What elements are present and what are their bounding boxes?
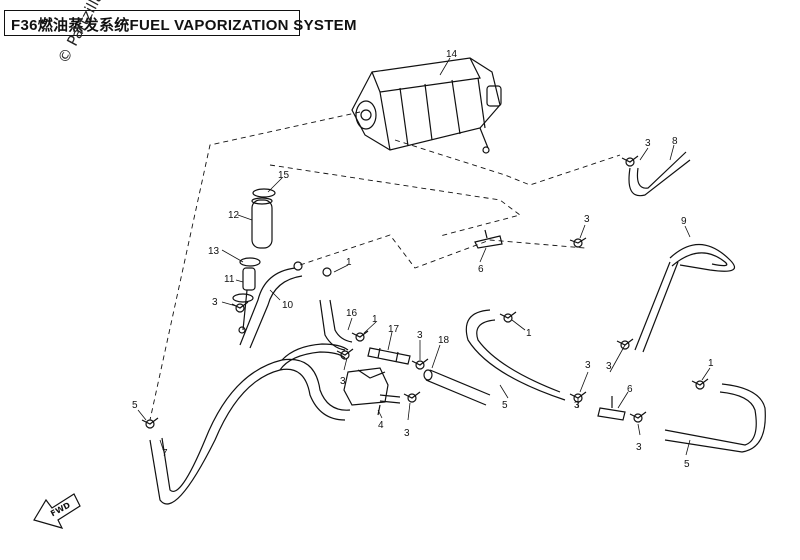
label-9: 9	[681, 216, 687, 227]
charcoal-canister	[351, 57, 502, 154]
clamp	[569, 237, 587, 248]
label-3: 3	[584, 214, 590, 225]
hose-8	[628, 151, 691, 197]
label-3: 3	[574, 400, 580, 411]
valve-4	[343, 367, 401, 416]
label-3: 3	[417, 330, 423, 341]
label-16: 16	[346, 308, 358, 319]
clamp	[141, 417, 159, 429]
label-15: 15	[278, 170, 290, 181]
union-17	[367, 347, 411, 365]
clamp	[691, 378, 709, 390]
clamp	[629, 411, 647, 423]
label-5: 5	[684, 459, 690, 470]
label-3: 3	[645, 138, 651, 149]
label-17: 17	[388, 324, 400, 335]
label-6: 6	[627, 384, 633, 395]
label-5: 5	[502, 400, 508, 411]
label-3: 3	[404, 428, 410, 439]
label-14: 14	[446, 49, 458, 60]
clamp	[336, 348, 354, 360]
label-3: 3	[606, 361, 612, 372]
tee-fittings	[474, 229, 626, 421]
clamp	[351, 330, 369, 342]
label-18: 18	[438, 335, 450, 346]
label-12: 12	[228, 210, 240, 221]
label-7: 7	[162, 448, 168, 459]
label-4: 4	[378, 420, 384, 431]
dashed-line-right	[394, 139, 621, 186]
label-3: 3	[212, 297, 218, 308]
label-1: 1	[346, 257, 352, 268]
diagram-title: F36燃油蒸发系统FUEL VAPORIZATION SYSTEM	[11, 17, 357, 34]
label-3: 3	[636, 442, 642, 453]
leader-lines	[137, 57, 711, 456]
hose-5-right	[664, 383, 766, 453]
clamp	[616, 338, 634, 350]
title-box: F36燃油蒸发系统FUEL VAPORIZATION SYSTEM	[4, 10, 356, 36]
clamp	[499, 311, 517, 323]
left-vertical-fittings	[232, 188, 276, 334]
label-13: 13	[208, 246, 220, 257]
label-1: 1	[526, 328, 532, 339]
label-11: 11	[224, 274, 235, 285]
hose-10	[239, 261, 332, 349]
hose-clamps	[141, 155, 709, 429]
dashed-vent-lines	[149, 111, 621, 421]
label-1: 1	[372, 314, 378, 325]
hose-18	[423, 369, 491, 406]
label-8: 8	[672, 136, 678, 147]
clamp	[621, 155, 639, 167]
label-6: 6	[478, 264, 484, 275]
dashed-line-hose6	[299, 234, 586, 269]
label-10: 10	[282, 300, 294, 311]
hose-7	[149, 343, 351, 505]
dashed-line-left	[149, 111, 361, 421]
label-3: 3	[585, 360, 591, 371]
clamp	[403, 391, 421, 403]
label-3: 3	[340, 376, 346, 387]
label-1: 1	[708, 358, 714, 369]
label-3: 5	[132, 400, 138, 411]
fwd-arrow-icon	[33, 493, 81, 529]
clamp	[411, 358, 429, 370]
part-number-labels: 14 15 12 13 11 3 10 1 3 8 6 3 9 16 1 17 …	[132, 49, 714, 470]
dashed-line-mid	[269, 164, 522, 237]
hose-9	[634, 243, 735, 353]
hose-5-center	[465, 309, 566, 401]
